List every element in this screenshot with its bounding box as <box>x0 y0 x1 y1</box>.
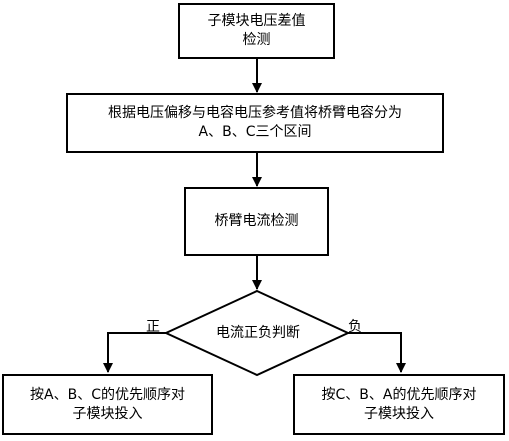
submodule-voltage-check-box: 子模块电压差值 检测 <box>178 3 335 59</box>
current-sign-decision-text: 电流正负判断 <box>216 325 300 341</box>
insert-cba-box: 按C、B、A的优先顺序对 子模块投入 <box>293 374 505 435</box>
negative-branch-label: 负 <box>348 319 362 335</box>
insert-cba-text: 按C、B、A的优先顺序对 子模块投入 <box>321 386 477 422</box>
decision-diamond <box>163 289 351 377</box>
arm-current-check-box: 桥臂电流检测 <box>184 187 329 256</box>
positive-branch-label: 正 <box>146 319 160 335</box>
insert-abc-box: 按A、B、C的优先顺序对 子模块投入 <box>2 374 213 435</box>
arrow-positive-branch <box>103 332 166 373</box>
divide-capacitance-box: 根据电压偏移与电容电压参考值将桥臂电容分为 A、B、C三个区间 <box>66 93 444 153</box>
divide-capacitance-text: 根据电压偏移与电容电压参考值将桥臂电容分为 A、B、C三个区间 <box>108 105 402 140</box>
arrow-negative-branch <box>348 332 406 373</box>
arm-current-check-text: 桥臂电流检测 <box>214 213 299 229</box>
submodule-voltage-check-text: 子模块电压差值 检测 <box>207 13 306 48</box>
insert-abc-text: 按A、B、C的优先顺序对 子模块投入 <box>30 386 185 422</box>
